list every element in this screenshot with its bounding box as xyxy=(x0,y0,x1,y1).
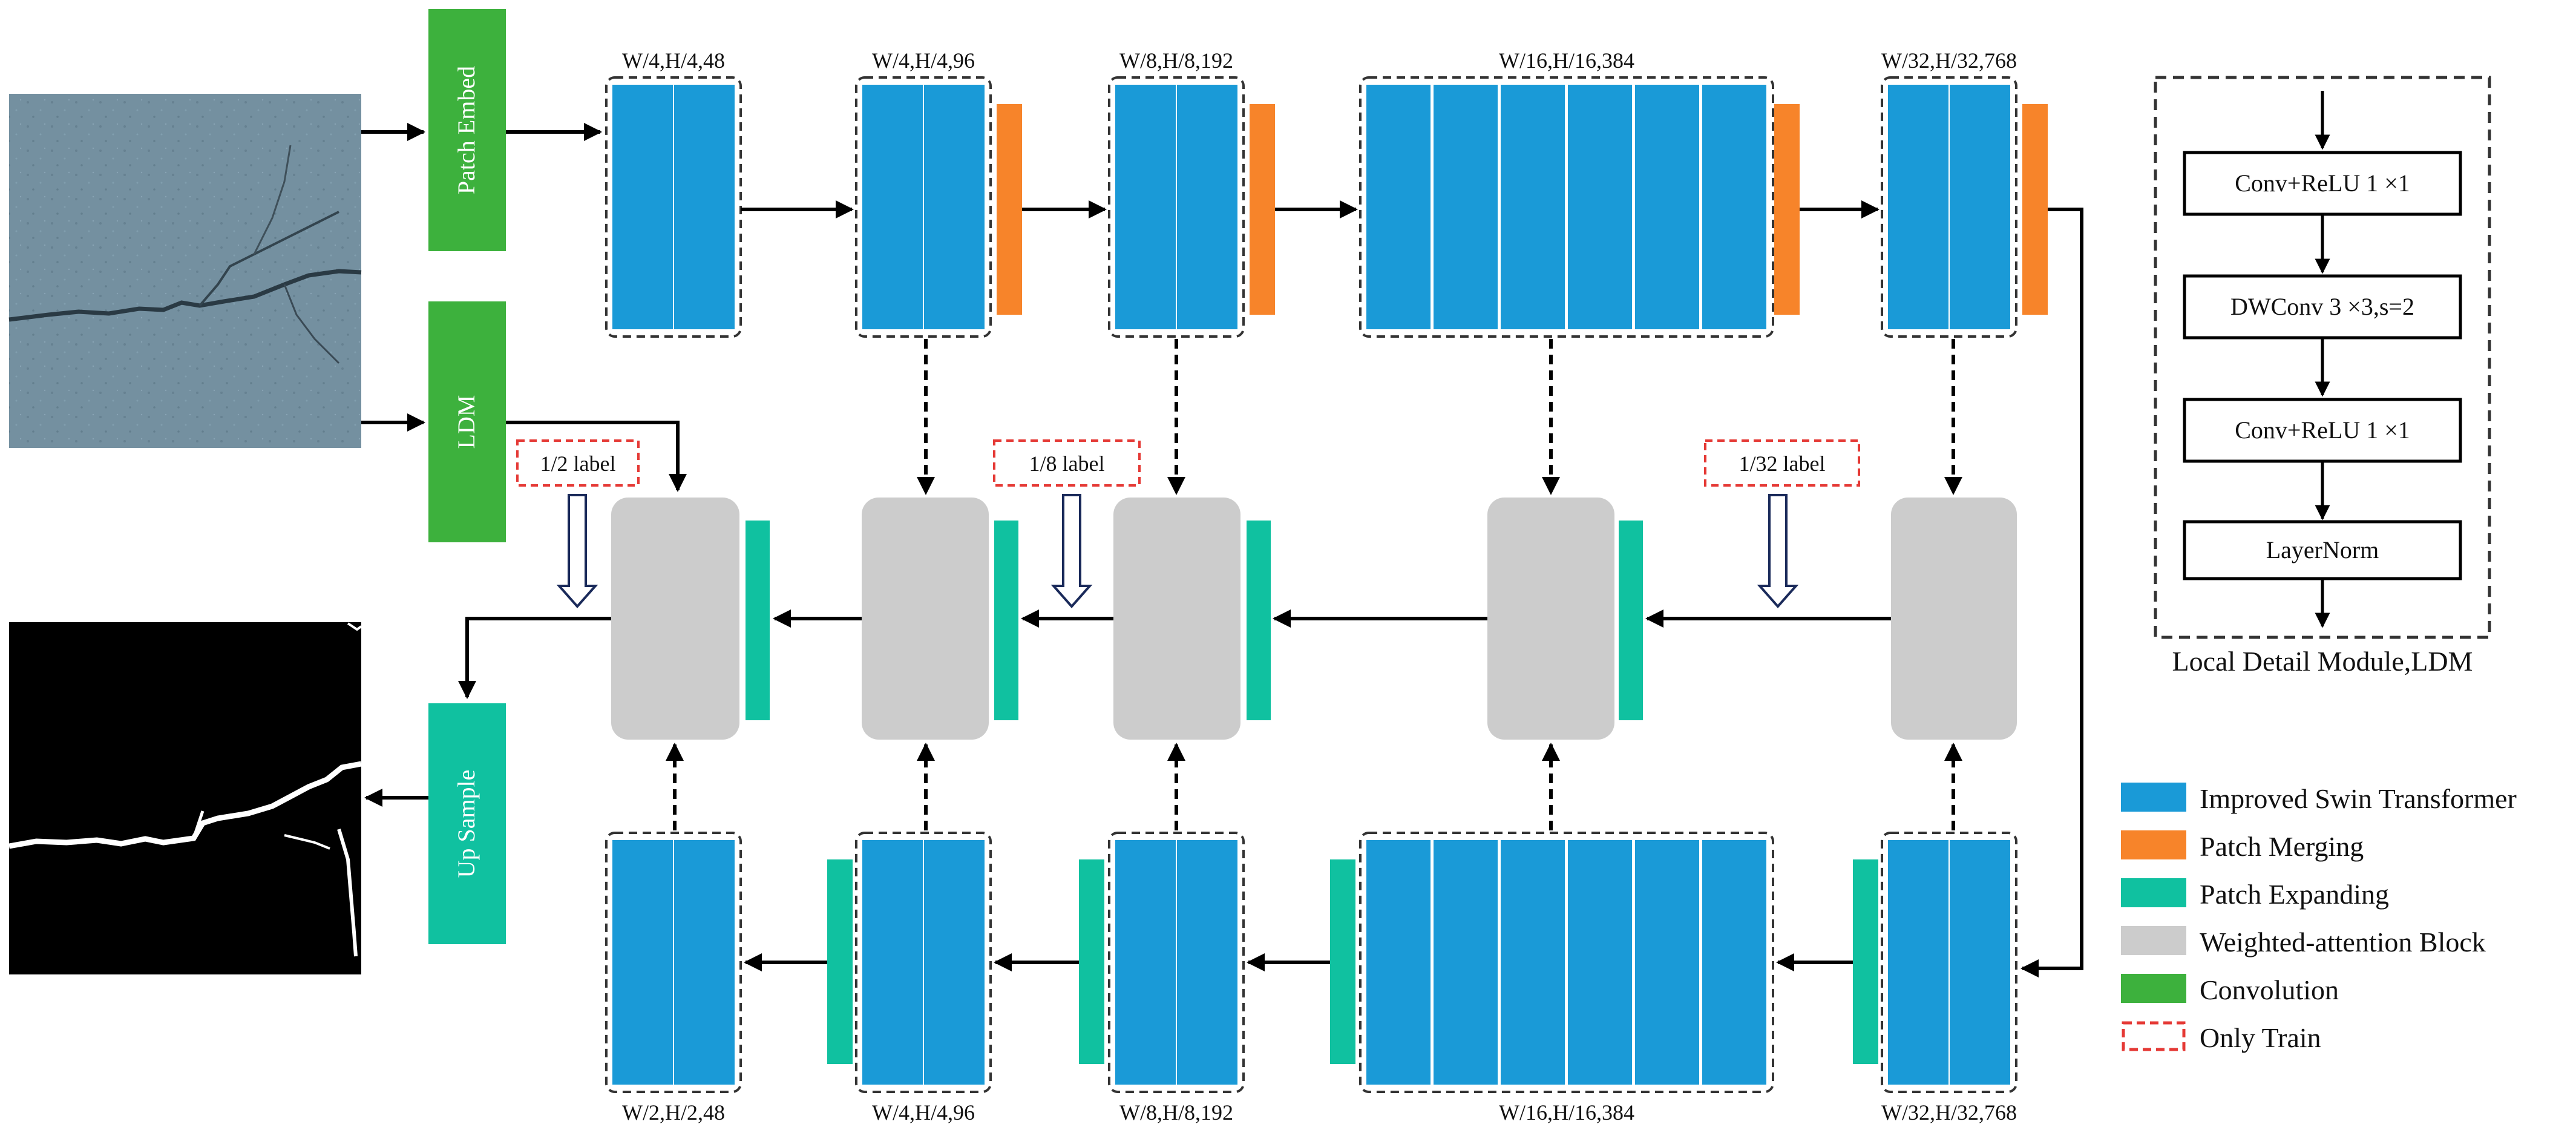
patch-embed-box: Patch Embed xyxy=(428,9,506,251)
input-arrows xyxy=(361,123,602,807)
legend-label-swin: Improved Swin Transformer xyxy=(2200,783,2517,814)
legend-label-convolution: Convolution xyxy=(2200,974,2339,1005)
decoder-stage-5 xyxy=(1853,832,2017,1093)
attention-row xyxy=(611,339,2017,830)
legend-swatch-only-train xyxy=(2122,1021,2186,1051)
legend-swatch-expanding xyxy=(2121,878,2186,907)
ldm-step-3: Conv+ReLU 1 ×1 xyxy=(2235,416,2410,444)
encoder-to-attention-arrows xyxy=(917,339,1962,495)
input-crack-image xyxy=(8,94,362,448)
attention-block-3 xyxy=(1113,498,1271,740)
bottleneck-connector xyxy=(2020,208,2083,977)
decoder-label-5: W/32,H/32,768 xyxy=(1881,1100,2017,1125)
train-label-1-text: 1/2 label xyxy=(540,452,616,476)
ldm-module-panel: Conv+ReLU 1 ×1 DWConv 3 ×3,s=2 Conv+ReLU… xyxy=(2154,76,2491,677)
decoder-label-2: W/4,H/4,96 xyxy=(872,1100,975,1125)
decoder-to-attention-arrows xyxy=(666,743,1962,830)
attention-to-upsample-arrow xyxy=(458,617,611,699)
encoder-row: W/4,H/4,48 W/4,H/4,96 W/8,H/8,192 W/16,H… xyxy=(605,48,2048,338)
encoder-label-2: W/4,H/4,96 xyxy=(872,48,975,73)
train-label-2-text: 1/8 label xyxy=(1029,452,1105,476)
ldm-to-attention-arrow xyxy=(506,421,687,492)
encoder-label-5: W/32,H/32,768 xyxy=(1881,48,2017,73)
decoder-label-1: W/2,H/2,48 xyxy=(622,1100,725,1125)
legend-swatch-merging xyxy=(2121,830,2186,859)
attention-block-5 xyxy=(1891,498,2017,740)
attention-block-4 xyxy=(1487,498,1643,740)
legend: Improved Swin Transformer Patch Merging … xyxy=(2121,783,2517,1053)
decoder-stage-2 xyxy=(827,832,992,1093)
legend-label-expanding: Patch Expanding xyxy=(2200,879,2389,910)
encoder-label-1: W/4,H/4,48 xyxy=(622,48,725,73)
attention-block-2 xyxy=(862,498,1018,740)
patch-embed-label: Patch Embed xyxy=(453,66,480,194)
decoder-stage-1 xyxy=(605,832,742,1093)
decoder-row: W/2,H/2,48 W/4,H/4,96 W/8,H/8,192 W/16,H… xyxy=(605,832,2017,1125)
ldm-box: LDM xyxy=(428,301,506,542)
encoder-label-4: W/16,H/16,384 xyxy=(1499,48,1634,73)
legend-swatch-swin xyxy=(2121,783,2186,812)
legend-swatch-convolution xyxy=(2121,974,2186,1003)
ldm-module-caption: Local Detail Module,LDM xyxy=(2172,646,2473,677)
up-sample-box: Up Sample xyxy=(428,703,506,944)
encoder-stage-5 xyxy=(1881,76,2048,338)
legend-swatch-attention xyxy=(2121,926,2186,955)
ldm-step-2: DWConv 3 ×3,s=2 xyxy=(2230,293,2414,320)
decoder-label-3: W/8,H/8,192 xyxy=(1119,1100,1233,1125)
train-label-1: 1/2 label xyxy=(516,439,640,609)
legend-label-attention: Weighted-attention Block xyxy=(2200,927,2486,958)
encoder-stage-4 xyxy=(1359,76,1800,338)
train-label-3-text: 1/32 label xyxy=(1739,452,1826,476)
decoder-stage-4 xyxy=(1330,832,1774,1093)
up-sample-label: Up Sample xyxy=(453,770,480,878)
legend-label-only-train: Only Train xyxy=(2200,1022,2321,1053)
encoder-stage-3 xyxy=(1108,76,1275,338)
encoder-stage-2 xyxy=(855,76,1022,338)
train-label-2: 1/8 label xyxy=(993,439,1141,609)
ldm-label: LDM xyxy=(453,395,480,449)
decoder-label-4: W/16,H/16,384 xyxy=(1499,1100,1634,1125)
ldm-step-1: Conv+ReLU 1 ×1 xyxy=(2235,169,2410,197)
encoder-label-3: W/8,H/8,192 xyxy=(1119,48,1233,73)
attention-block-1 xyxy=(611,498,770,740)
output-crack-mask xyxy=(8,622,362,974)
ldm-step-4: LayerNorm xyxy=(2266,536,2379,563)
train-label-3: 1/32 label xyxy=(1704,439,1860,609)
legend-label-merging: Patch Merging xyxy=(2200,831,2364,862)
encoder-stage-1 xyxy=(605,76,742,338)
decoder-stage-3 xyxy=(1079,832,1245,1093)
